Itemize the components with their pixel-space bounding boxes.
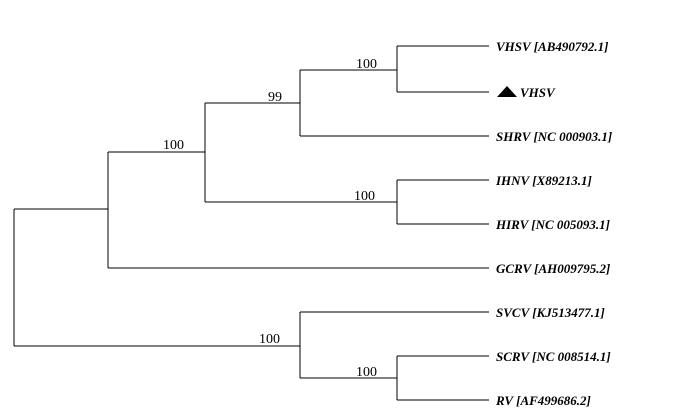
leaf-label-gcrv: GCRV [AH009795.2] <box>496 261 610 276</box>
tree-branches <box>13 45 489 401</box>
leaf-label-rv: RV [AF499686.2] <box>495 393 591 408</box>
triangle-marker-icon <box>497 86 517 97</box>
leaf-label-vhsv-query: VHSV <box>520 85 556 100</box>
leaf-label-vhsv-ab: VHSV [AB490792.1] <box>496 39 608 54</box>
leaf-label-ihnv: IHNV [X89213.1] <box>495 173 592 188</box>
support-vhsv-shrv: 99 <box>268 90 282 105</box>
leaf-label-scrv: SCRV [NC 008514.1] <box>496 349 611 364</box>
leaf-labels: VHSV [AB490792.1] VHSV SHRV [NC 000903.1… <box>495 39 612 408</box>
support-scrv-rv: 100 <box>356 365 377 380</box>
support-novirhabdo: 100 <box>163 138 184 153</box>
support-ihnv-hirv: 100 <box>354 189 375 204</box>
support-svcv-group: 100 <box>259 332 280 347</box>
support-vhsv-pair: 100 <box>356 57 377 72</box>
leaf-label-svcv: SVCV [KJ513477.1] <box>496 305 605 320</box>
leaf-label-shrv: SHRV [NC 000903.1] <box>496 129 612 144</box>
support-values: 100 99 100 100 100 100 <box>163 57 377 380</box>
leaf-label-hirv: HIRV [NC 005093.1] <box>495 217 610 232</box>
